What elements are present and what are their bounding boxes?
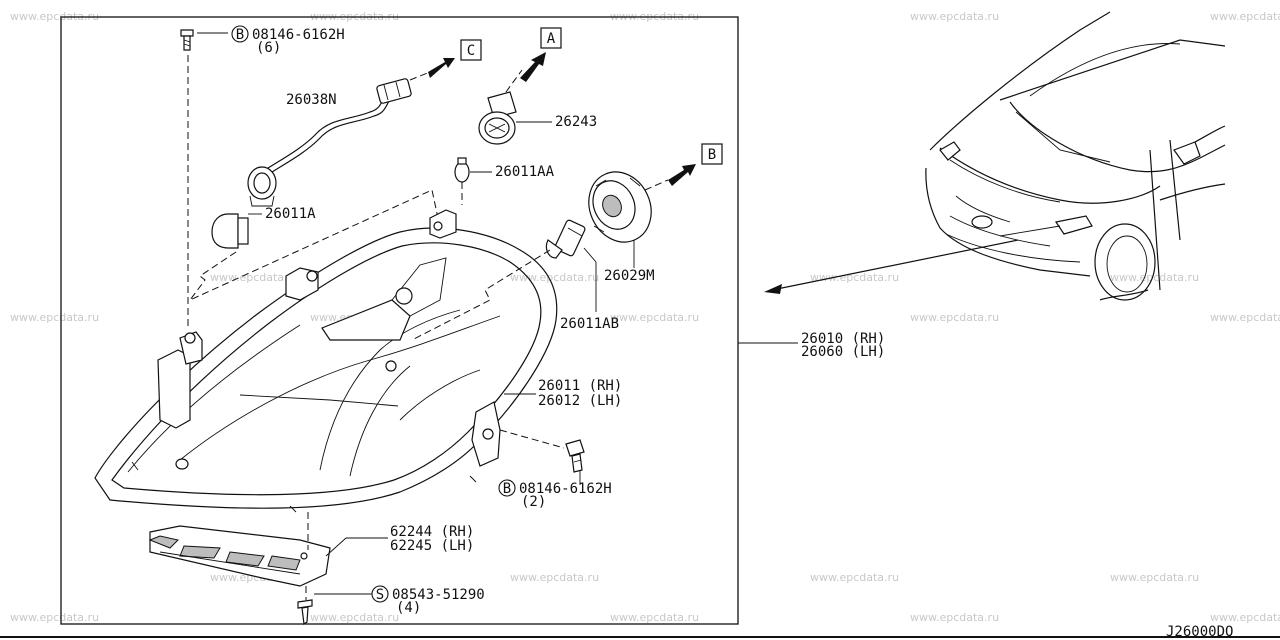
screw-marker: S bbox=[376, 587, 384, 603]
watermark: www.epcdata.ru bbox=[1110, 271, 1199, 284]
pointer-line bbox=[771, 239, 1019, 291]
callout-b: B bbox=[708, 147, 716, 163]
label-bolt-right-qty: (2) bbox=[521, 494, 546, 510]
label-bolt-top-qty: (6) bbox=[256, 40, 281, 56]
label-bolt-top-code: 08146-6162H bbox=[252, 27, 345, 43]
callout-c: C bbox=[467, 43, 475, 59]
watermark: www.epcdata.ru bbox=[1110, 571, 1199, 584]
watermark: www.epcdata.ru bbox=[1210, 10, 1280, 23]
assembly-frame bbox=[60, 16, 739, 625]
watermark: www.epcdata.ru bbox=[1210, 311, 1280, 324]
watermark: www.epcdata.ru bbox=[1210, 611, 1280, 624]
bolt-top bbox=[180, 29, 228, 51]
label-bracket-rh: 62244 (RH) bbox=[390, 524, 474, 540]
emblem-icon bbox=[971, 215, 993, 229]
mirror-icon bbox=[1173, 141, 1201, 165]
label-bulb-side: 26011A bbox=[265, 206, 316, 222]
label-assy-rh: 26010 (RH) bbox=[801, 331, 885, 347]
arrow-a bbox=[520, 52, 546, 82]
bulb-side bbox=[211, 213, 249, 249]
callout-a-box bbox=[540, 27, 562, 49]
callout-c-box bbox=[460, 39, 482, 61]
watermark: www.epcdata.ru bbox=[10, 611, 99, 624]
bulb-side-dash bbox=[189, 189, 439, 301]
label-socket: 26243 bbox=[555, 114, 597, 130]
harness bbox=[247, 78, 412, 207]
watermark: www.epcdata.ru bbox=[610, 611, 699, 624]
screw-marker-circle bbox=[371, 585, 389, 603]
bolt-marker-circle bbox=[231, 25, 249, 43]
bulb-main bbox=[545, 219, 586, 259]
label-bracket-lh: 62245 (LH) bbox=[390, 538, 474, 554]
watermark: www.epcdata.ru bbox=[810, 271, 899, 284]
pointer-arrowhead bbox=[764, 284, 782, 294]
watermark: www.epcdata.ru bbox=[510, 571, 599, 584]
wheel-icon bbox=[1094, 223, 1156, 301]
arrow-c bbox=[428, 58, 455, 78]
watermark: www.epcdata.ru bbox=[910, 10, 999, 23]
leader-bulb-main-a bbox=[583, 247, 597, 263]
diagram-code: J26000DQ bbox=[1166, 624, 1233, 640]
bracket bbox=[148, 525, 331, 587]
bolt-right-marker: B bbox=[503, 481, 511, 497]
label-screw-code: 08543-51290 bbox=[392, 587, 485, 603]
watermark: www.epcdata.ru bbox=[510, 271, 599, 284]
watermark: www.epcdata.ru bbox=[810, 571, 899, 584]
label-housing-rh: 26011 (RH) bbox=[538, 378, 622, 394]
label-screw-qty: (4) bbox=[396, 600, 421, 616]
headlamp-housing bbox=[94, 209, 558, 513]
bolt-marker: B bbox=[236, 27, 244, 43]
cap bbox=[588, 171, 652, 243]
leader-bracket bbox=[325, 537, 388, 557]
cap-dash bbox=[644, 179, 669, 191]
watermark: www.epcdata.ru bbox=[10, 10, 99, 23]
bolt-right-dash bbox=[499, 429, 565, 449]
watermark: www.epcdata.ru bbox=[610, 311, 699, 324]
watermark: www.epcdata.ru bbox=[10, 311, 99, 324]
bolt-right-marker-circle bbox=[498, 479, 516, 497]
screw bbox=[297, 599, 313, 626]
callout-a: A bbox=[547, 31, 556, 47]
watermark: www.epcdata.ru bbox=[910, 611, 999, 624]
label-bolt-right-code: 08146-6162H bbox=[519, 481, 612, 497]
watermark: www.epcdata.ru bbox=[910, 311, 999, 324]
label-housing-lh: 26012 (LH) bbox=[538, 393, 622, 409]
label-bulb-small: 26011AA bbox=[495, 164, 555, 180]
arrow-b bbox=[668, 164, 696, 186]
bolt-right bbox=[565, 439, 585, 473]
bulb-main-dash bbox=[411, 249, 551, 341]
label-cap: 26029M bbox=[604, 268, 655, 284]
socket bbox=[478, 91, 517, 145]
label-bulb-main: 26011AB bbox=[560, 316, 619, 332]
car-illustration bbox=[925, 11, 1226, 301]
label-harness: 26038N bbox=[286, 92, 337, 108]
harness-dash bbox=[409, 71, 431, 81]
label-assy-lh: 26060 (LH) bbox=[801, 344, 885, 360]
socket-dash bbox=[505, 69, 523, 93]
callout-b-box bbox=[701, 143, 723, 165]
watermark: www.epcdata.ru bbox=[310, 611, 399, 624]
bulb-small bbox=[454, 157, 470, 183]
